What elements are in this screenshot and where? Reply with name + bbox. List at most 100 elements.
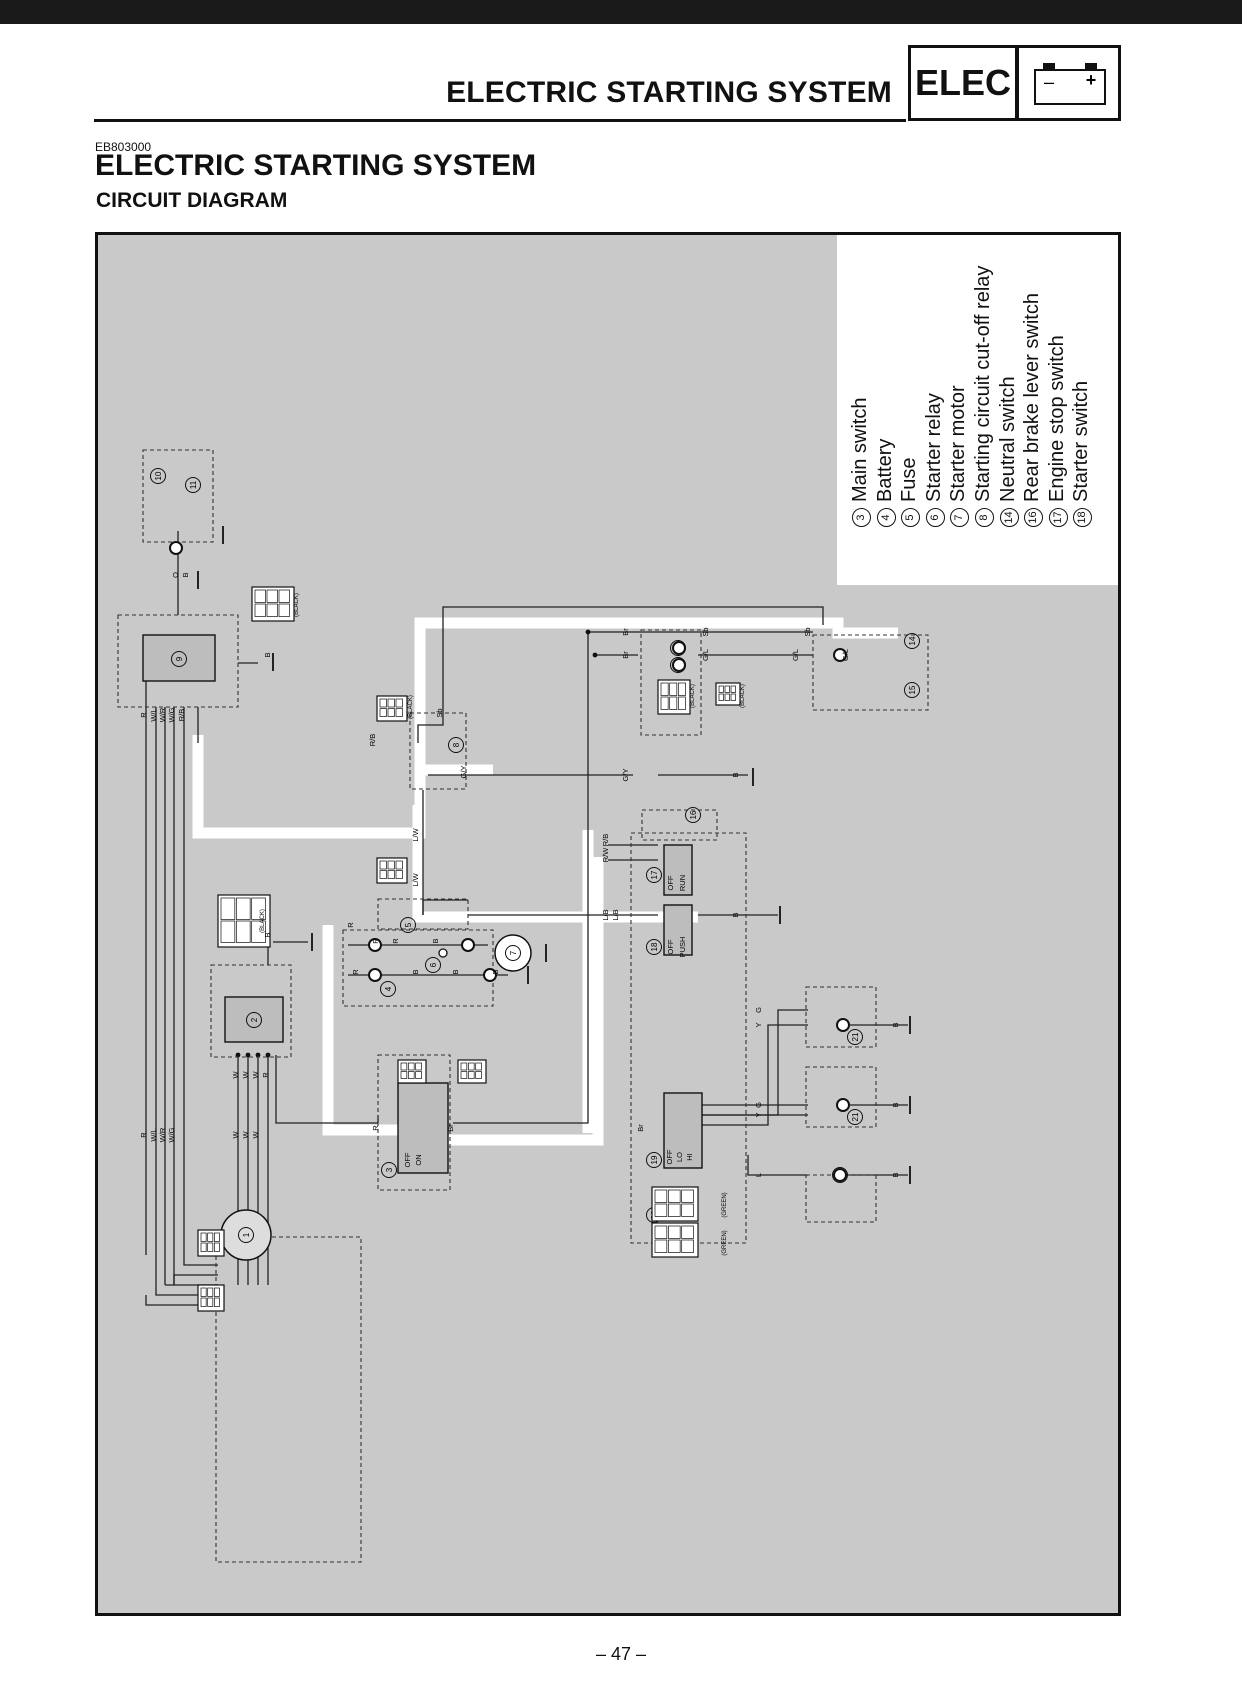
wire-label: G/L bbox=[791, 649, 800, 661]
connector-pin bbox=[395, 698, 403, 708]
junction-dot bbox=[585, 629, 591, 635]
connector-pin bbox=[677, 682, 686, 696]
connector-pin bbox=[278, 603, 290, 617]
number-text: 4 bbox=[384, 986, 393, 991]
number-text: 8 bbox=[452, 742, 461, 747]
connector-label: (BLACK) bbox=[260, 909, 266, 933]
legend-label: Neutral switch bbox=[996, 376, 1019, 502]
wire-label: B bbox=[891, 1172, 900, 1177]
connector-pin bbox=[718, 693, 724, 701]
highlight-rw bbox=[448, 857, 604, 1146]
component-number-11: 11 bbox=[185, 477, 201, 493]
connector-pin bbox=[724, 693, 730, 701]
connector-13 bbox=[657, 679, 691, 715]
component-number-5: 5 bbox=[400, 917, 416, 933]
number-ring bbox=[150, 468, 166, 484]
wire-label: W/R bbox=[158, 707, 167, 722]
wire-label: R/B bbox=[368, 734, 377, 747]
component-number-4: 4 bbox=[380, 981, 396, 997]
connector-pin bbox=[415, 1071, 422, 1079]
switch-label: OFF bbox=[665, 1149, 674, 1164]
legend-label: Starter relay bbox=[922, 393, 945, 502]
component-number-9: 9 bbox=[171, 651, 187, 667]
wire-label: W/G bbox=[167, 1127, 176, 1142]
number-text: 3 bbox=[385, 1167, 394, 1172]
number-ring bbox=[238, 1227, 254, 1243]
wire bbox=[173, 1274, 218, 1285]
wire-label: W bbox=[241, 1071, 250, 1079]
ref-code: EB803000 bbox=[95, 140, 152, 154]
wire-label: W/G bbox=[167, 707, 176, 722]
number-ring bbox=[847, 1109, 863, 1125]
box-16-brake-switch bbox=[641, 809, 718, 841]
connector-pin bbox=[467, 1062, 475, 1071]
legend-number: 3 bbox=[852, 508, 871, 527]
wire-label: G/Y bbox=[621, 769, 630, 782]
subsection-title: CIRCUIT DIAGRAM bbox=[96, 189, 288, 212]
wire-label: B bbox=[263, 652, 272, 657]
wire-label: B bbox=[891, 1022, 900, 1027]
connector-pin bbox=[379, 870, 387, 879]
connector-5 bbox=[376, 857, 408, 884]
terminal bbox=[672, 641, 686, 655]
wire-label: B bbox=[431, 938, 440, 943]
number-ring bbox=[400, 917, 416, 933]
box-21a bbox=[805, 986, 877, 1048]
component-number-6: 6 bbox=[425, 957, 441, 973]
legend-item-8: 8Starting circuit cut-off relay bbox=[972, 266, 994, 527]
number-ring bbox=[646, 867, 662, 883]
number-ring bbox=[171, 651, 187, 667]
connector-pin bbox=[654, 1225, 668, 1239]
legend-item-5: 5Fuse bbox=[898, 458, 921, 527]
wire-label: B bbox=[451, 969, 460, 974]
terminal bbox=[833, 648, 847, 662]
number-text: 1 bbox=[242, 1232, 251, 1237]
connector-pin bbox=[213, 1232, 220, 1242]
connector-pin bbox=[387, 708, 395, 717]
connector-pin bbox=[669, 682, 678, 696]
legend-label: Rear brake lever switch bbox=[1021, 293, 1044, 502]
number-ring bbox=[425, 957, 441, 973]
connector-pin bbox=[200, 1242, 207, 1252]
switch-label: OFF bbox=[403, 1152, 412, 1167]
connector-pin bbox=[667, 1225, 681, 1239]
connector-pin bbox=[660, 682, 669, 696]
wire-label: B bbox=[731, 912, 740, 917]
wire-label: Y bbox=[754, 1112, 763, 1117]
top-bar bbox=[0, 0, 1242, 24]
component-number-3: 3 bbox=[381, 1162, 397, 1178]
wire-label: B bbox=[491, 969, 500, 974]
box-5-fuse bbox=[377, 898, 469, 930]
connector-pin bbox=[677, 696, 686, 710]
number-text: 10 bbox=[154, 471, 163, 480]
number-ring bbox=[685, 807, 701, 823]
box-9 bbox=[117, 614, 239, 708]
connector-1a bbox=[197, 1229, 225, 1257]
component-number-2: 2 bbox=[246, 1012, 262, 1028]
section-badge: ELEC bbox=[908, 45, 1018, 121]
wire-label: W/L bbox=[149, 708, 158, 721]
highlight-sb-path bbox=[192, 617, 898, 839]
number-text: 21 bbox=[851, 1032, 860, 1041]
wire-label: Br bbox=[446, 1124, 455, 1132]
number-text: 6 bbox=[429, 962, 438, 967]
wire-label: B bbox=[181, 572, 190, 577]
connector-pin bbox=[730, 693, 736, 701]
component-number-8: 8 bbox=[448, 737, 464, 753]
wire bbox=[275, 1055, 378, 1124]
legend-number: 5 bbox=[901, 508, 921, 527]
legend-item-17: 17Engine stop switch bbox=[1046, 335, 1068, 527]
wire-label: L/B bbox=[611, 909, 620, 920]
connector-pin bbox=[387, 870, 395, 879]
component-number-10: 10 bbox=[150, 468, 166, 484]
highlight-gy-path bbox=[414, 745, 493, 776]
engine-stop-switch-17 bbox=[663, 844, 693, 896]
box-3-main-switch bbox=[377, 1054, 451, 1191]
component-number-18: 18 bbox=[646, 939, 662, 955]
connector-pin bbox=[207, 1287, 214, 1297]
connector-pin bbox=[407, 1062, 415, 1071]
terminal bbox=[483, 968, 497, 982]
connector-1b bbox=[197, 1284, 225, 1312]
circuit-diagram: 9217317181920654812131415162121221011 OF… bbox=[95, 232, 1121, 1616]
